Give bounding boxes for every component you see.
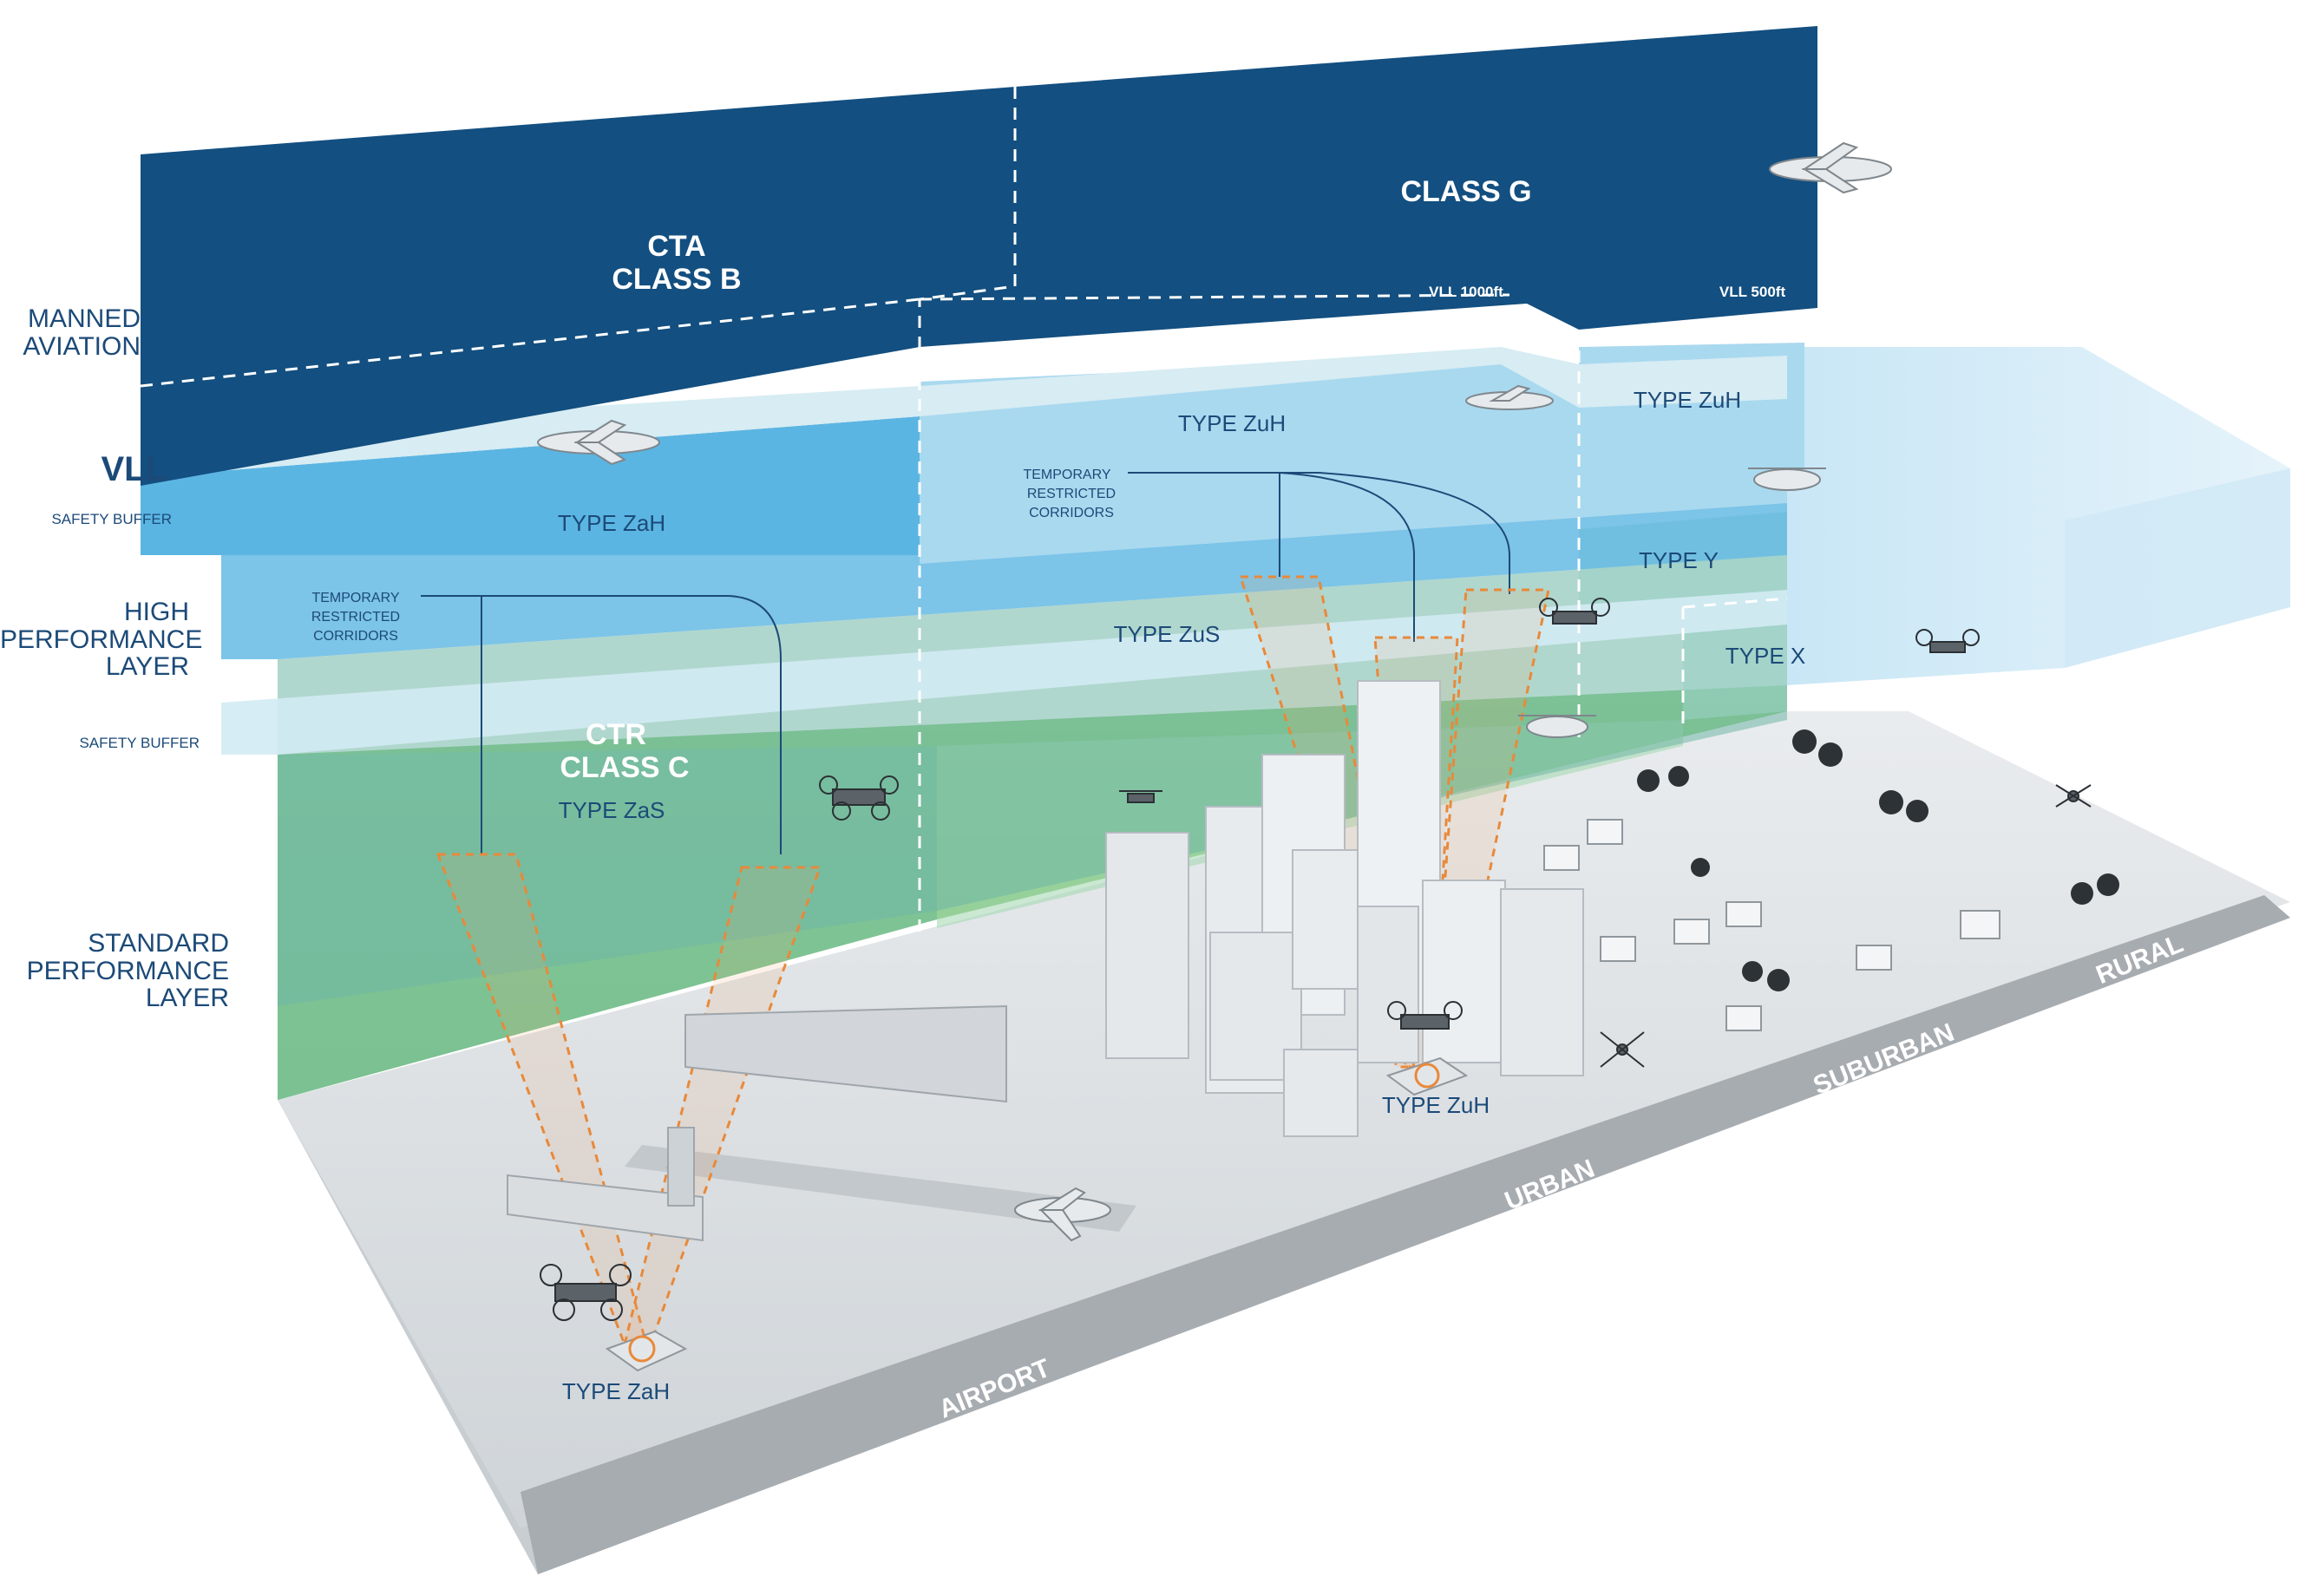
corridor-left-line2: RESTRICTED bbox=[311, 610, 400, 625]
cta-label-line1: CTA bbox=[647, 230, 705, 263]
type-zas-label: TYPE ZaS bbox=[559, 797, 665, 823]
type-zuh-right-label: TYPE ZuH bbox=[1634, 387, 1741, 413]
vll-500-label: VLL 500ft bbox=[1719, 284, 1786, 300]
standard-performance-label: STANDARD PERFORMANCE LAYER bbox=[17, 930, 229, 1012]
type-y-label: TYPE Y bbox=[1639, 547, 1719, 573]
high-performance-label: HIGH PERFORMANCE LAYER bbox=[0, 598, 203, 681]
high-performance-line3: LAYER bbox=[105, 652, 189, 681]
corridor-left-leaders bbox=[421, 595, 782, 854]
vertiport-pads bbox=[605, 1056, 1469, 1372]
type-zuh-mid-label: TYPE ZuH bbox=[1178, 410, 1286, 436]
type-zah-band-label: TYPE ZaH bbox=[558, 510, 665, 536]
type-zus-label: TYPE ZuS bbox=[1114, 621, 1221, 647]
drone-suburban-icon bbox=[1600, 1031, 1645, 1068]
drone-icons bbox=[540, 598, 2092, 1321]
city-buildings bbox=[507, 680, 2119, 1242]
drone-zas-icon bbox=[819, 775, 899, 821]
vertiport-urban-mark bbox=[1414, 1063, 1440, 1089]
high-performance-line2: PERFORMANCE bbox=[0, 625, 203, 654]
corridor-right-leaders bbox=[1128, 472, 1510, 642]
corridor-left-line3: CORRIDORS bbox=[313, 629, 398, 644]
airspace-labels: CTA CLASS B CLASS G VLL 1000ft VLL 500ft… bbox=[311, 175, 1805, 1404]
vll-1000-label: VLL 1000ft bbox=[1429, 284, 1503, 300]
standard-performance-line1: STANDARD bbox=[88, 929, 229, 958]
drone-urban-icon bbox=[1387, 1001, 1463, 1030]
helicopter-upper-icon bbox=[1748, 468, 1826, 491]
vertiport-airport-label: TYPE ZaH bbox=[562, 1378, 670, 1404]
manned-aviation-block bbox=[140, 26, 1817, 937]
corridor-right-line3: CORRIDORS bbox=[1029, 506, 1114, 520]
vll-label: VLL bbox=[101, 450, 167, 488]
airliner-top-right-icon bbox=[1769, 141, 1892, 194]
high-performance-line1: HIGH bbox=[124, 598, 189, 626]
safety-buffer-bottom-label: SAFETY BUFFER bbox=[79, 735, 200, 751]
vertiport-airport-mark bbox=[628, 1335, 656, 1363]
helicopter-lower-icon bbox=[1518, 715, 1596, 738]
manned-aviation-line2: AVIATION bbox=[23, 331, 141, 361]
aircraft-icons bbox=[537, 141, 1892, 1242]
corridor-right-line1: TEMPORARY bbox=[1023, 468, 1110, 482]
standard-performance-line2: PERFORMANCE bbox=[26, 956, 229, 985]
drone-rural-icon bbox=[2055, 784, 2092, 808]
vertiport-urban-label: TYPE ZuH bbox=[1382, 1092, 1490, 1118]
ctr-label-line1: CTR bbox=[586, 718, 646, 751]
drone-airport-icon bbox=[540, 1264, 632, 1321]
drone-rooftop-icon bbox=[1119, 790, 1162, 803]
light-extension bbox=[1787, 347, 2290, 685]
airliner-runway-icon bbox=[1014, 1187, 1111, 1242]
runway bbox=[625, 1145, 1136, 1232]
drone-type-x-icon bbox=[1915, 629, 1980, 653]
airliner-left-icon bbox=[537, 419, 660, 466]
ctr-label-line2: CLASS C bbox=[560, 751, 689, 784]
zone-strip bbox=[521, 895, 2290, 1574]
type-x-label: TYPE X bbox=[1725, 643, 1805, 669]
cta-label-line2: CLASS B bbox=[612, 263, 741, 296]
manned-aviation-line1: MANNED bbox=[27, 304, 141, 333]
safety-buffer-top-label: SAFETY BUFFER bbox=[51, 511, 172, 527]
drone-type-y-icon bbox=[1539, 598, 1610, 625]
corridor-right-line2: RESTRICTED bbox=[1027, 487, 1116, 501]
manned-aviation-label: MANNED AVIATION bbox=[17, 305, 141, 360]
corridor-left-line1: TEMPORARY bbox=[311, 591, 399, 605]
airliner-mid-icon bbox=[1465, 384, 1554, 410]
class-g-label: CLASS G bbox=[1400, 175, 1531, 208]
standard-performance-line3: LAYER bbox=[145, 984, 229, 1012]
